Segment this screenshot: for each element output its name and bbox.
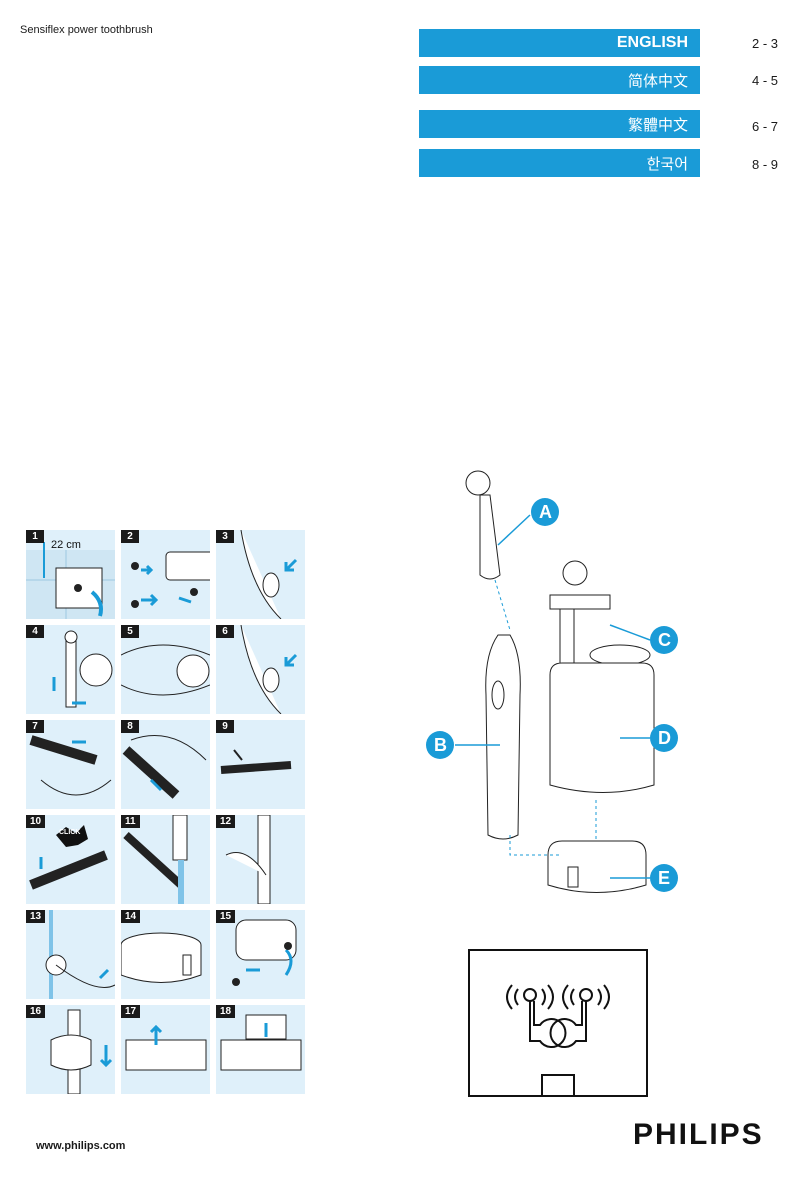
language-label: 한국어 [646,155,688,173]
language-traditional-chinese[interactable]: 繁體中文 [419,110,700,138]
step-13-panel: 13 [26,910,115,999]
wall-mount-template [468,949,648,1097]
distance-label: 22 cm [51,539,81,551]
brush-holder-drawing [549,560,651,670]
instruction-steps-grid: 1 22 cm 2 3 4 [26,530,306,1098]
step-5-panel: 5 [121,625,210,714]
callout-b-badge [426,731,454,759]
product-name: Sensiflex power toothbrush [20,24,153,36]
language-simplified-chinese[interactable]: 简体中文 [419,66,700,94]
step-number: 10 [26,815,46,828]
step-number: 13 [26,910,46,923]
handle-button-illustration [240,530,298,619]
step-12-panel: 12 [216,815,305,904]
step-10-panel: 10 CLICK [26,815,115,904]
step-number: 3 [216,530,234,543]
step-number: 7 [26,720,44,733]
product-overview-illustration: A B C D E [426,470,678,893]
language-label: 简体中文 [627,72,688,90]
page-range-korean: 8 - 9 [752,157,779,172]
step-number: 14 [121,910,141,923]
step-number: 1 [26,530,44,543]
step-number: 8 [121,720,139,733]
step-4-panel: 4 [26,625,115,714]
battery-removal-illustration [220,1014,302,1071]
travel-case-drawing [549,662,655,840]
step-15-panel: 15 [216,910,305,999]
website-link[interactable]: www.philips.com [36,1140,126,1152]
step-3-panel: 3 [216,530,305,619]
remove-holder-illustration [232,919,297,986]
language-korean[interactable]: 한국어 [419,149,700,177]
step-number: 12 [216,815,236,828]
charger-drawing [509,835,647,893]
step-2-panel: 2 [121,530,210,619]
callout-d-badge [650,724,678,752]
rinse-handle-illustration [225,815,271,904]
brushing-teeth-illustration [121,644,210,696]
brush-head-illustration [220,749,292,774]
brush-teeth-arch-illustration [122,735,207,799]
callout-e-label: E [658,868,670,888]
step-1-panel: 1 22 cm [26,530,115,619]
step-number: 2 [121,530,139,543]
language-label: 繁體中文 [627,116,688,134]
callout-d-label: D [658,728,671,748]
attach-head-illustration [52,630,113,708]
charger-base-illustration [121,932,202,983]
brand-logo: PHILIPS [633,1118,764,1151]
page-range-simplified-chinese: 4 - 5 [752,73,779,88]
page-range-english: 2 - 3 [752,36,779,51]
step-number: 5 [121,625,139,638]
step-6-panel: 6 [216,625,305,714]
handle-button-illustration [240,625,298,714]
step-number: 17 [121,1005,141,1018]
step-14-panel: 14 [121,910,210,999]
callout-c-badge [650,626,678,654]
step-8-panel: 8 [121,720,210,809]
step-number: 18 [216,1005,236,1018]
hold-handle-illustration [50,1009,113,1094]
callout-a-label: A [539,502,552,522]
step-11-panel: 11 [121,815,210,904]
callout-a-badge [531,498,559,526]
dry-handle-illustration [45,910,115,999]
step-number: 9 [216,720,234,733]
step-16-panel: 16 [26,1005,115,1094]
step-9-panel: 9 [216,720,305,809]
language-label: ENGLISH [616,34,688,51]
brush-angle-illustration [29,735,112,796]
open-handle-illustration [125,1024,207,1071]
step-18-panel: 18 [216,1005,305,1094]
language-english[interactable]: ENGLISH [419,29,700,57]
rinse-head-illustration [123,815,188,904]
step-number: 4 [26,625,44,638]
click-sound-label: CLICK [59,829,81,836]
step-7-panel: 7 [26,720,115,809]
page-range-traditional-chinese: 6 - 7 [752,119,779,134]
handle-drawing [485,634,521,840]
step-number: 16 [26,1005,46,1018]
callout-b-label: B [434,735,447,755]
step-number: 15 [216,910,236,923]
charger-mount-illustration [131,551,210,608]
step-number: 6 [216,625,234,638]
wall-mount-illustration [26,542,115,619]
callout-e-badge [650,864,678,892]
step-number: 11 [121,815,140,828]
step-17-panel: 17 [121,1005,210,1094]
brush-head-drawing [465,470,511,631]
power-on-illustration [29,825,108,890]
callout-c-label: C [658,630,671,650]
